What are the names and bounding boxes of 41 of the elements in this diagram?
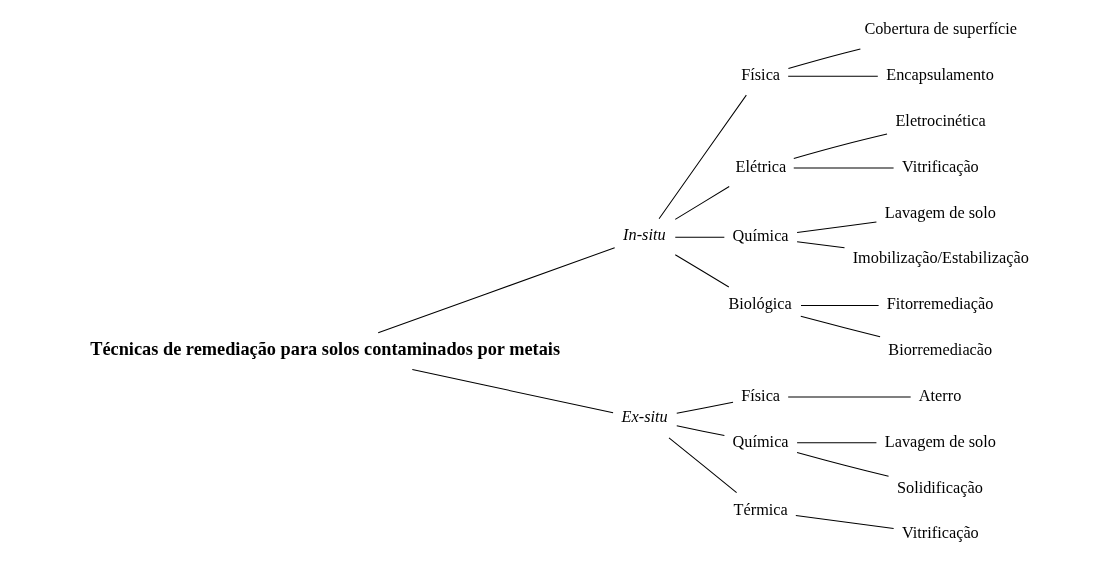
node-text: Lavagem de solo	[884, 431, 996, 451]
connector	[674, 236, 725, 238]
node-text: Química	[732, 226, 789, 246]
connector	[796, 442, 877, 444]
connector	[674, 254, 730, 288]
node-text: Imobilização/Estabilização	[852, 248, 1029, 268]
connector	[795, 515, 895, 529]
node-text: Física	[741, 65, 781, 85]
connector	[796, 221, 877, 234]
connector	[676, 425, 725, 437]
connector	[668, 437, 738, 494]
connector	[787, 48, 861, 69]
node-text: Cobertura de superfície	[864, 19, 1018, 39]
node-text: Elétrica	[735, 156, 787, 176]
node-text: In-situ	[623, 225, 666, 245]
node-text: Ex-situ	[621, 407, 668, 427]
node-text: Biológica	[728, 294, 792, 314]
node-text: Vitrificação	[902, 156, 979, 176]
connector	[658, 94, 747, 220]
node-text: Eletrocinética	[895, 111, 986, 131]
connector	[793, 133, 888, 160]
connector	[796, 452, 890, 477]
connector	[411, 369, 614, 414]
connector	[787, 75, 879, 77]
node-text: Vitrificação	[902, 523, 979, 543]
node-text: Aterro	[918, 385, 962, 405]
node-text: Física	[741, 385, 781, 405]
node-text: Técnicas de remediação para solos contaminados por metais	[90, 338, 561, 359]
node-text: Térmica	[733, 499, 788, 519]
node-text: Solidificação	[896, 477, 983, 497]
node-text: Encapsulamento	[886, 65, 994, 85]
node-text: Lavagem de solo	[884, 202, 996, 222]
node-text: Biorremediacão	[888, 340, 993, 360]
connector	[800, 304, 880, 306]
connector	[800, 315, 881, 338]
connector	[674, 185, 730, 220]
connector	[676, 401, 734, 414]
connector	[796, 241, 845, 249]
node-text: Química	[732, 431, 789, 451]
node-text: Fitorremediação	[886, 294, 994, 314]
connector	[377, 247, 616, 334]
